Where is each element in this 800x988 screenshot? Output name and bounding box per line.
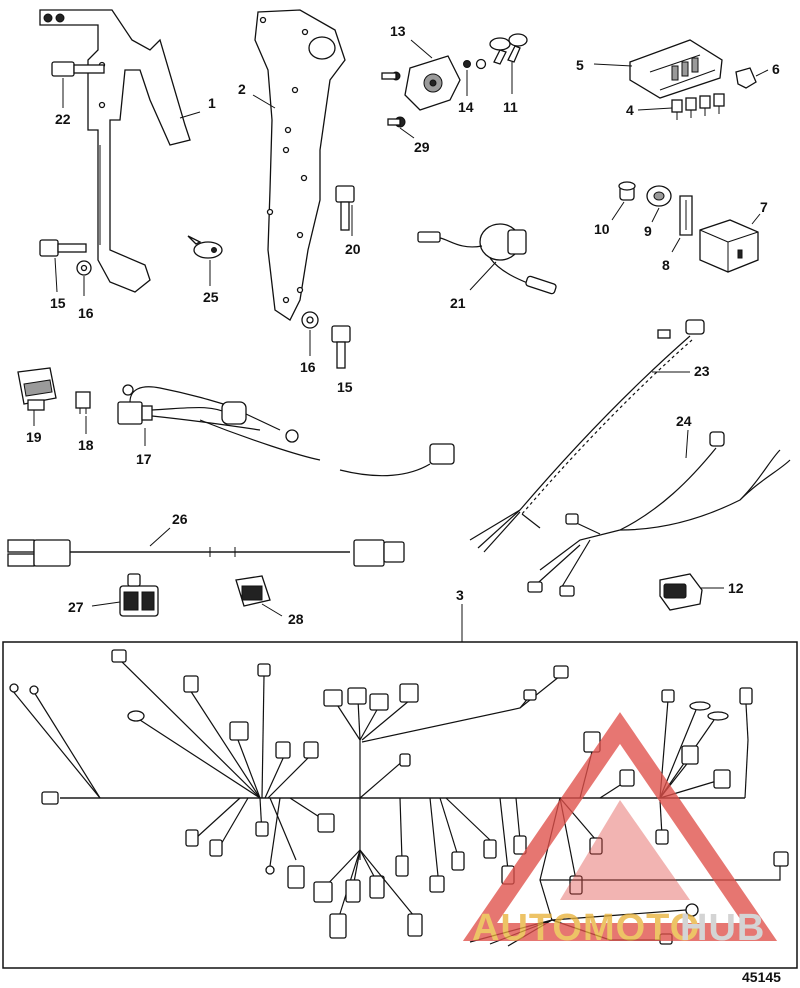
callout-9: 9	[644, 223, 652, 239]
callout-14: 14	[458, 99, 474, 115]
callout-18: 18	[78, 437, 94, 453]
switch-part-19	[17, 367, 57, 411]
callout-11: 11	[503, 99, 518, 115]
callout-22: 22	[55, 111, 71, 127]
sender-part-21	[417, 223, 557, 295]
document-number: 45145	[742, 969, 781, 985]
callout-5: 5	[576, 57, 584, 73]
callout-29: 29	[414, 139, 430, 155]
callout-12: 12	[728, 580, 744, 596]
callout-8: 8	[662, 257, 670, 273]
callout-1: 1	[208, 95, 216, 111]
callout-2: 2	[238, 81, 246, 97]
bolt-part-20	[335, 185, 355, 231]
connector-part-28	[235, 575, 271, 607]
screw-part-13	[381, 71, 401, 81]
harness-part-23	[469, 319, 705, 553]
callout-24: 24	[676, 413, 692, 429]
connector-part-12	[659, 573, 703, 611]
engine-harness-part-3	[9, 649, 789, 947]
fuse-part-18	[75, 391, 91, 414]
connector-part-27	[119, 573, 159, 617]
callout-20: 20	[345, 241, 361, 257]
watermark-logo: AUTOMOTO HUB	[462, 712, 778, 949]
callout-6: 6	[772, 61, 780, 77]
nut-part-14b	[475, 58, 487, 70]
callout-15-right: 15	[337, 379, 353, 395]
callout-3: 3	[456, 587, 464, 603]
harness-part-17	[117, 384, 455, 477]
harness-part-26	[7, 539, 405, 567]
callout-21: 21	[450, 295, 466, 311]
callout-16-left: 16	[78, 305, 94, 321]
circuit-breaker-part-13	[404, 55, 461, 111]
callout-25: 25	[203, 289, 219, 305]
fuse-holder-part-5	[629, 39, 723, 99]
watermark-text-hub: HUB	[680, 907, 765, 949]
terminal-boot-part-11	[489, 33, 528, 65]
bolt-part-22	[51, 61, 105, 77]
callout-7: 7	[760, 199, 768, 215]
screw-part-29	[387, 116, 406, 128]
plug-part-10	[618, 181, 636, 201]
relay-part-7	[699, 219, 759, 273]
bracket-part-8	[679, 195, 693, 236]
callout-16-right: 16	[300, 359, 316, 375]
nut-part-14a	[463, 60, 471, 68]
bolt-part-15-right	[331, 325, 351, 369]
callout-10: 10	[594, 221, 610, 237]
harness-frame	[2, 641, 798, 969]
fuses-part-4	[671, 93, 725, 120]
callout-13: 13	[390, 23, 406, 39]
callout-4: 4	[626, 102, 634, 118]
fuse-puller-part-6	[735, 67, 757, 89]
clip-part-25	[187, 235, 223, 259]
callout-19: 19	[26, 429, 42, 445]
watermark-text-automoto: AUTOMOTO	[472, 907, 700, 949]
bracket-part-2	[254, 9, 346, 321]
callout-26: 26	[172, 511, 188, 527]
grommet-part-9	[646, 185, 672, 207]
callout-27: 27	[68, 599, 84, 615]
callout-17: 17	[136, 451, 152, 467]
harness-part-24	[527, 431, 791, 597]
callout-28: 28	[288, 611, 304, 627]
callout-15-left: 15	[50, 295, 66, 311]
callout-23: 23	[694, 363, 710, 379]
bolt-part-15-left	[39, 239, 87, 257]
